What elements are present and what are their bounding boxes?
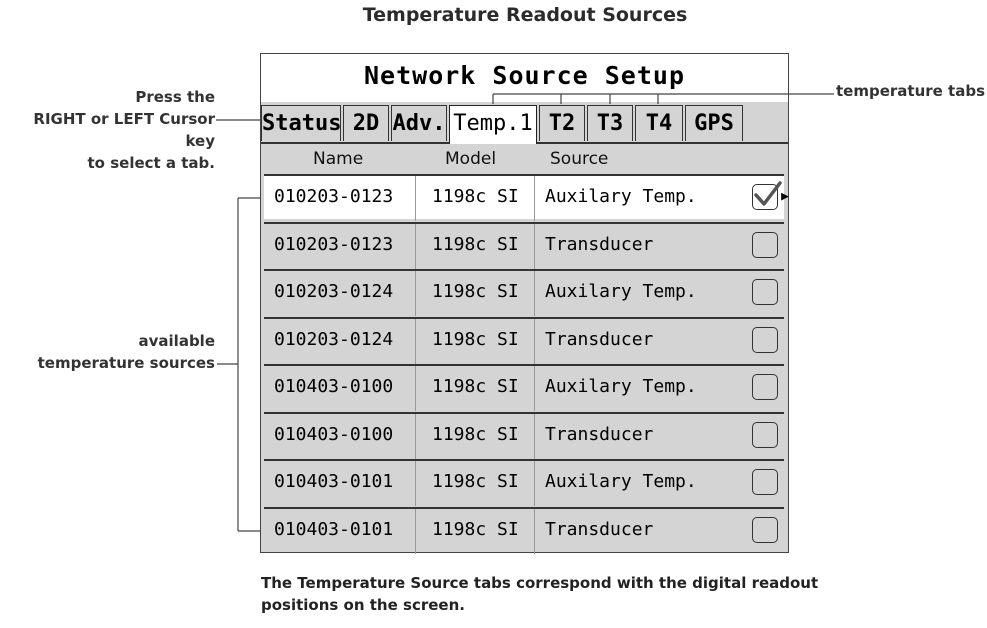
- column-divider: [534, 461, 535, 506]
- cursor-key-annotation: Press the RIGHT or LEFT Cursor key to se…: [0, 86, 215, 174]
- row-source: Transducer: [545, 518, 654, 540]
- source-checkbox[interactable]: [752, 231, 778, 258]
- row-name: 010203-0123: [274, 233, 394, 255]
- table-row[interactable]: 010403-0101 1198c SI Transducer: [264, 506, 784, 554]
- column-divider: [534, 223, 535, 269]
- table-row[interactable]: ▶ 010203-0123 1198c SI Auxilary Temp.: [264, 174, 789, 221]
- table-row[interactable]: 010403-0100 1198c SI Auxilary Temp.: [264, 364, 784, 411]
- column-divider: [415, 318, 416, 364]
- column-divider: [415, 366, 416, 411]
- cursor-annotation-line2: RIGHT or LEFT Cursor key: [33, 110, 215, 150]
- temperature-tabs-annotation: temperature tabs: [836, 82, 986, 100]
- row-source: Auxilary Temp.: [545, 376, 697, 397]
- row-source: Transducer: [545, 423, 654, 445]
- row-source: Auxilary Temp.: [545, 186, 697, 207]
- table-row[interactable]: 010403-0100 1198c SI Transducer: [264, 411, 784, 459]
- table-row[interactable]: 010203-0124 1198c SI Auxilary Temp.: [264, 269, 784, 316]
- row-name: 010203-0124: [274, 281, 394, 302]
- row-name: 010203-0124: [274, 328, 394, 350]
- row-name: 010403-0101: [274, 471, 394, 492]
- table-row[interactable]: 010203-0123 1198c SI Transducer: [264, 221, 784, 269]
- row-source: Auxilary Temp.: [545, 281, 697, 302]
- caption-line1: The Temperature Source tabs correspond w…: [261, 574, 819, 592]
- tab-bar: Status 2D Adv. Temp.1 T2 T3 T4 GPS: [261, 102, 788, 144]
- tab-adv[interactable]: Adv.: [391, 105, 447, 141]
- row-source: Transducer: [545, 233, 654, 255]
- row-model: 1198c SI: [432, 281, 519, 302]
- row-model: 1198c SI: [432, 328, 519, 350]
- row-name: 010203-0123: [274, 186, 394, 207]
- column-divider: [534, 413, 535, 459]
- row-name: 010403-0100: [274, 376, 394, 397]
- sources-annotation-line2: temperature sources: [37, 354, 215, 372]
- network-source-setup-screen: Network Source Setup Status 2D Adv. Temp…: [260, 53, 789, 554]
- column-header-source: Source: [550, 149, 609, 169]
- column-divider: [534, 318, 535, 364]
- screen-title: Network Source Setup: [363, 61, 686, 90]
- row-name: 010403-0100: [274, 423, 394, 445]
- tab-t2[interactable]: T2: [539, 105, 585, 141]
- column-divider: [415, 413, 416, 459]
- row-model: 1198c SI: [432, 186, 519, 207]
- caption-line2: positions on the screen.: [261, 596, 465, 614]
- tab-temp1[interactable]: Temp.1: [449, 105, 537, 144]
- figure-title: Temperature Readout Sources: [362, 4, 688, 26]
- row-model: 1198c SI: [432, 233, 519, 255]
- tab-t3[interactable]: T3: [587, 105, 633, 141]
- row-model: 1198c SI: [432, 471, 519, 492]
- row-name: 010403-0101: [274, 518, 394, 540]
- column-header-name: Name: [313, 149, 364, 169]
- column-divider: [534, 176, 535, 221]
- column-headers: Name Model Source: [261, 144, 788, 174]
- table-row[interactable]: 010403-0101 1198c SI Auxilary Temp.: [264, 459, 784, 506]
- source-checkbox[interactable]: [752, 469, 778, 495]
- column-divider: [534, 508, 535, 554]
- table-row[interactable]: 010203-0124 1198c SI Transducer: [264, 316, 784, 364]
- screen-header: Network Source Setup: [261, 54, 788, 104]
- column-divider: [534, 271, 535, 316]
- source-checkbox[interactable]: [752, 279, 778, 305]
- source-checkbox[interactable]: [752, 326, 778, 353]
- row-source: Auxilary Temp.: [545, 471, 697, 492]
- tab-status[interactable]: Status: [261, 105, 341, 141]
- checkmark-icon: [754, 181, 782, 206]
- row-source: Transducer: [545, 328, 654, 350]
- row-model: 1198c SI: [432, 376, 519, 397]
- column-divider: [415, 223, 416, 269]
- row-model: 1198c SI: [432, 518, 519, 540]
- cursor-annotation-line3: to select a tab.: [87, 154, 215, 172]
- tab-t4[interactable]: T4: [635, 105, 683, 141]
- tab-2d[interactable]: 2D: [343, 105, 389, 141]
- source-checkbox[interactable]: [752, 374, 778, 400]
- sources-annotation-line1: available: [138, 332, 215, 350]
- figure-caption: The Temperature Source tabs correspond w…: [261, 572, 861, 616]
- tab-gps[interactable]: GPS: [685, 105, 743, 141]
- source-checkbox[interactable]: [752, 181, 782, 210]
- row-model: 1198c SI: [432, 423, 519, 445]
- column-divider: [415, 461, 416, 506]
- column-divider: [415, 271, 416, 316]
- column-header-model: Model: [445, 149, 497, 169]
- column-divider: [415, 176, 416, 221]
- caret-right-icon: ▶: [781, 189, 789, 204]
- sources-annotation: available temperature sources: [0, 330, 215, 374]
- column-divider: [534, 366, 535, 411]
- source-checkbox[interactable]: [752, 516, 778, 543]
- source-checkbox[interactable]: [752, 421, 778, 448]
- column-divider: [415, 508, 416, 554]
- cursor-annotation-line1: Press the: [135, 88, 215, 106]
